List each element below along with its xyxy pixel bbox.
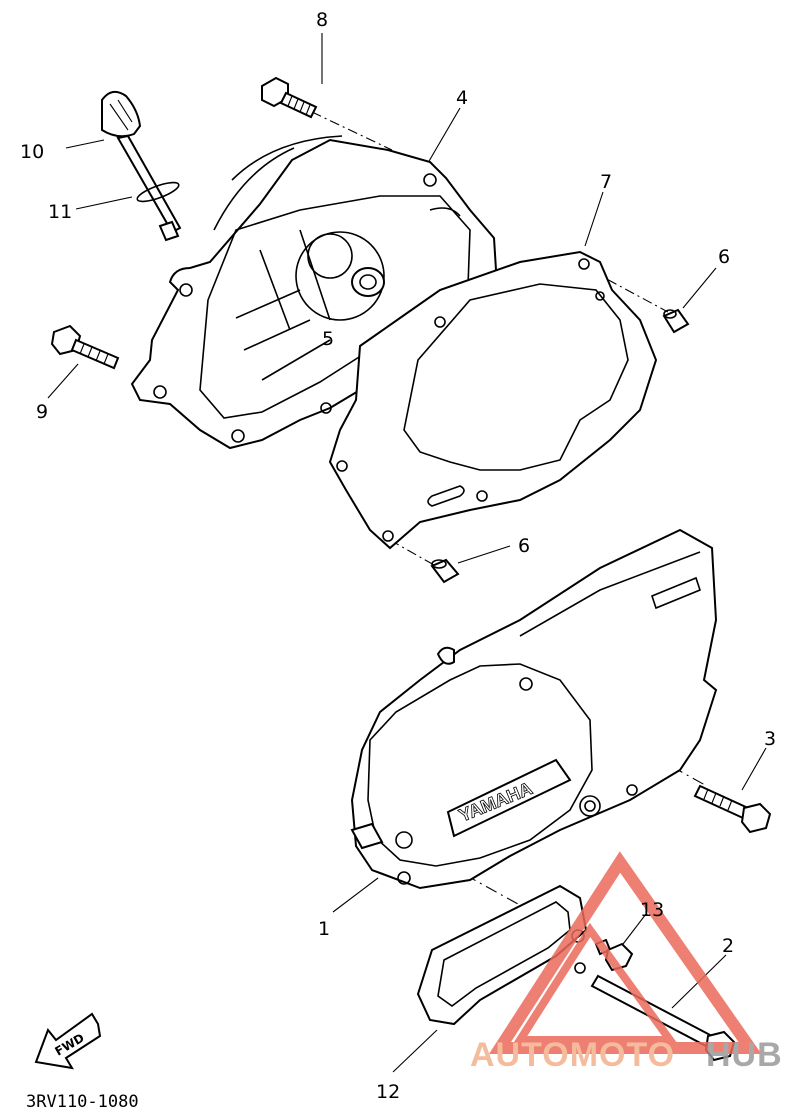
watermark-triangle-inner — [512, 922, 678, 1044]
callout-labels: 1 2 3 4 5 6 6 7 8 9 10 11 12 13 — [20, 9, 776, 1103]
dowel-pin-part-6-upper — [662, 308, 690, 334]
callout-13: 13 — [640, 899, 664, 921]
callout-10: 10 — [20, 141, 44, 163]
callout-4: 4 — [456, 87, 468, 109]
watermark-text-left: AUTOMOTO — [470, 1036, 675, 1074]
dowel-pin-part-6-lower — [430, 558, 460, 584]
bolt-part-8 — [261, 76, 318, 119]
gasket-part-7 — [328, 250, 658, 550]
callout-2: 2 — [722, 935, 734, 957]
callout-6-upper: 6 — [718, 246, 730, 268]
callout-6-lower: 6 — [518, 535, 530, 557]
diagram-code: 3RV110-1080 — [26, 1092, 139, 1112]
callout-7: 7 — [600, 171, 612, 193]
watermark-triangle-outer — [488, 851, 762, 1054]
o-ring-part-11 — [136, 181, 180, 203]
callout-1: 1 — [318, 918, 330, 940]
bolt-part-9 — [50, 324, 120, 370]
callout-12: 12 — [376, 1081, 400, 1103]
callout-9: 9 — [36, 401, 48, 423]
automotohub-watermark: AUTOMOTO HUB — [470, 851, 783, 1074]
forward-direction-arrow: FWD — [34, 1012, 102, 1070]
callout-8: 8 — [316, 9, 328, 31]
crankcase-cover-part-1: YAMAHA — [350, 528, 718, 890]
seal-part-12 — [416, 884, 588, 1026]
dipstick-part-10 — [101, 90, 182, 242]
callout-5: 5 — [322, 328, 334, 350]
callout-11: 11 — [48, 201, 72, 223]
watermark-text-right: HUB — [706, 1036, 783, 1074]
callout-3: 3 — [764, 728, 776, 750]
bolt-part-3 — [693, 784, 772, 834]
